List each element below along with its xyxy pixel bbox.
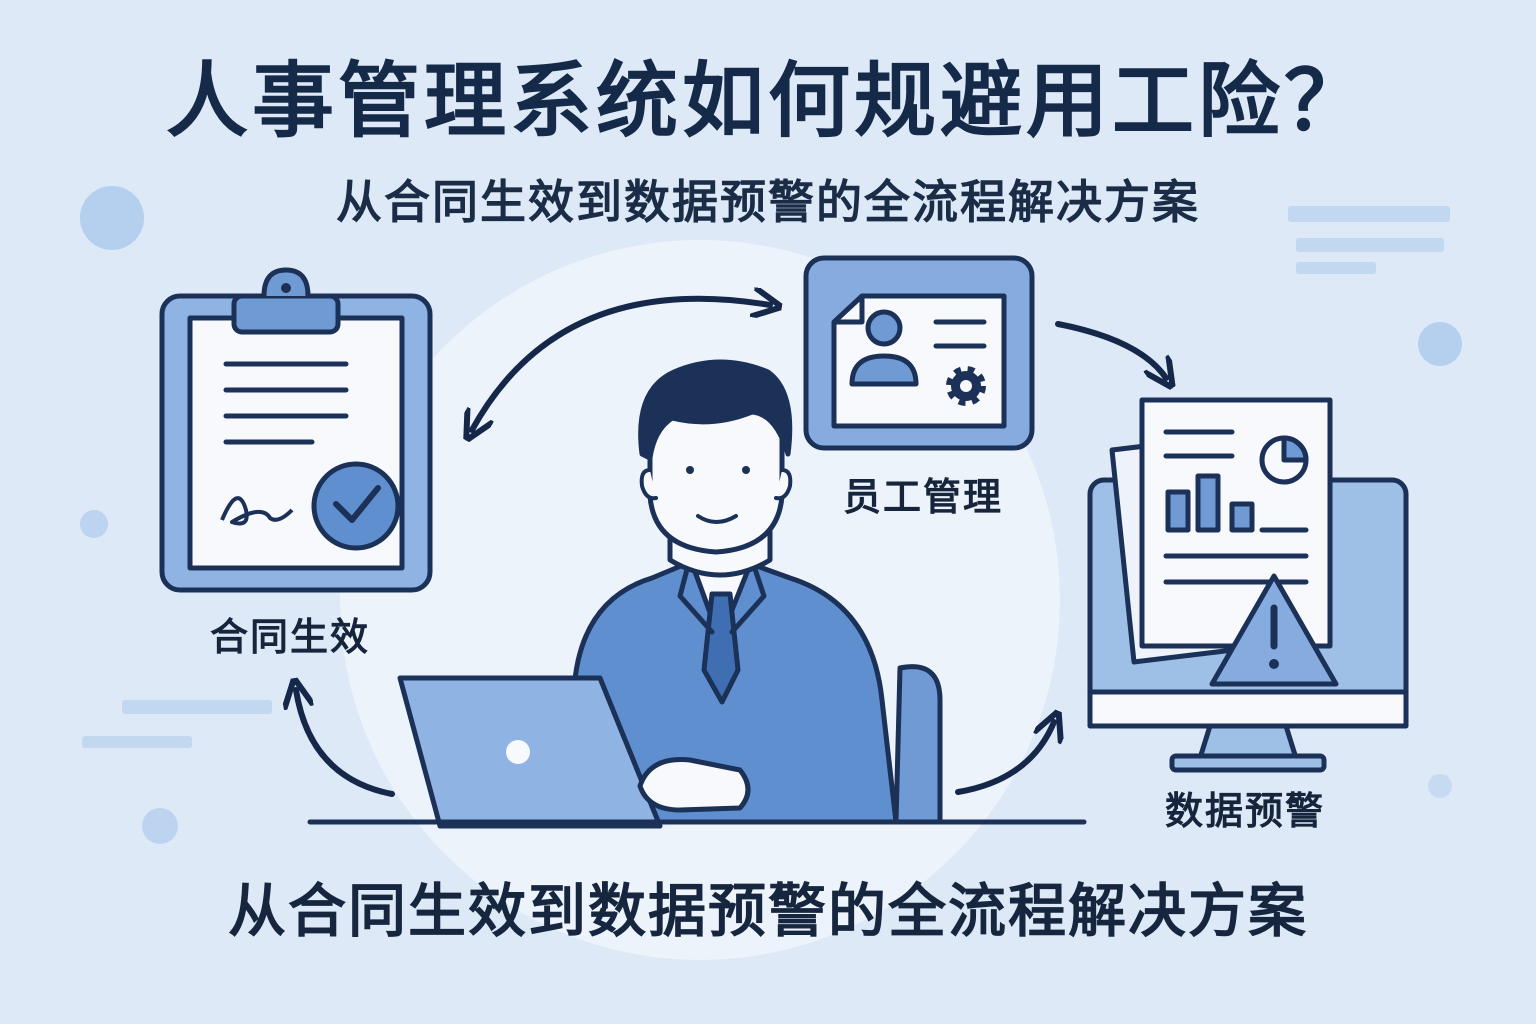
decor-line: [1288, 206, 1450, 222]
hand: [637, 757, 751, 813]
necktie: [701, 591, 741, 705]
chair-back: [893, 664, 943, 825]
decor-line: [82, 736, 192, 748]
desk-contract-arrow: [296, 690, 395, 797]
contract-employee-arrow: [472, 299, 770, 430]
monitor-report-warning-icon: [1087, 397, 1409, 773]
decor-dot: [80, 186, 144, 250]
check-badge-icon: [311, 461, 401, 551]
employee-alert-arrow: [1055, 321, 1166, 378]
suit-jacket: [569, 555, 899, 825]
footer-tagline: 从合同生效到数据预警的全流程解决方案: [227, 877, 1308, 945]
employee-id-card-icon: [803, 255, 1035, 451]
gear-icon: [946, 366, 986, 406]
decor-line: [1296, 238, 1444, 252]
decor-line: [1296, 262, 1376, 274]
clipboard-contract-icon: [159, 267, 433, 593]
decor-dot: [142, 808, 178, 844]
flow-arrows: [296, 299, 1166, 797]
decor-dot: [1418, 322, 1462, 366]
decor-line: [122, 700, 272, 714]
signature-scribble: [220, 496, 294, 526]
step-label-contract: 合同生效: [209, 615, 370, 659]
desk-alert-arrow: [955, 722, 1054, 795]
step-label-employee: 员工管理: [842, 475, 1003, 519]
step-label-alert: 数据预警: [1164, 789, 1325, 833]
decor-dot: [80, 510, 108, 538]
page-subtitle: 从合同生效到数据预警的全流程解决方案: [336, 175, 1200, 229]
hair: [638, 359, 793, 461]
page-title: 人事管理系统如何规避用工险？: [165, 54, 1370, 149]
businessman-illustration: [307, 359, 1087, 829]
decor-dot: [1428, 774, 1452, 798]
